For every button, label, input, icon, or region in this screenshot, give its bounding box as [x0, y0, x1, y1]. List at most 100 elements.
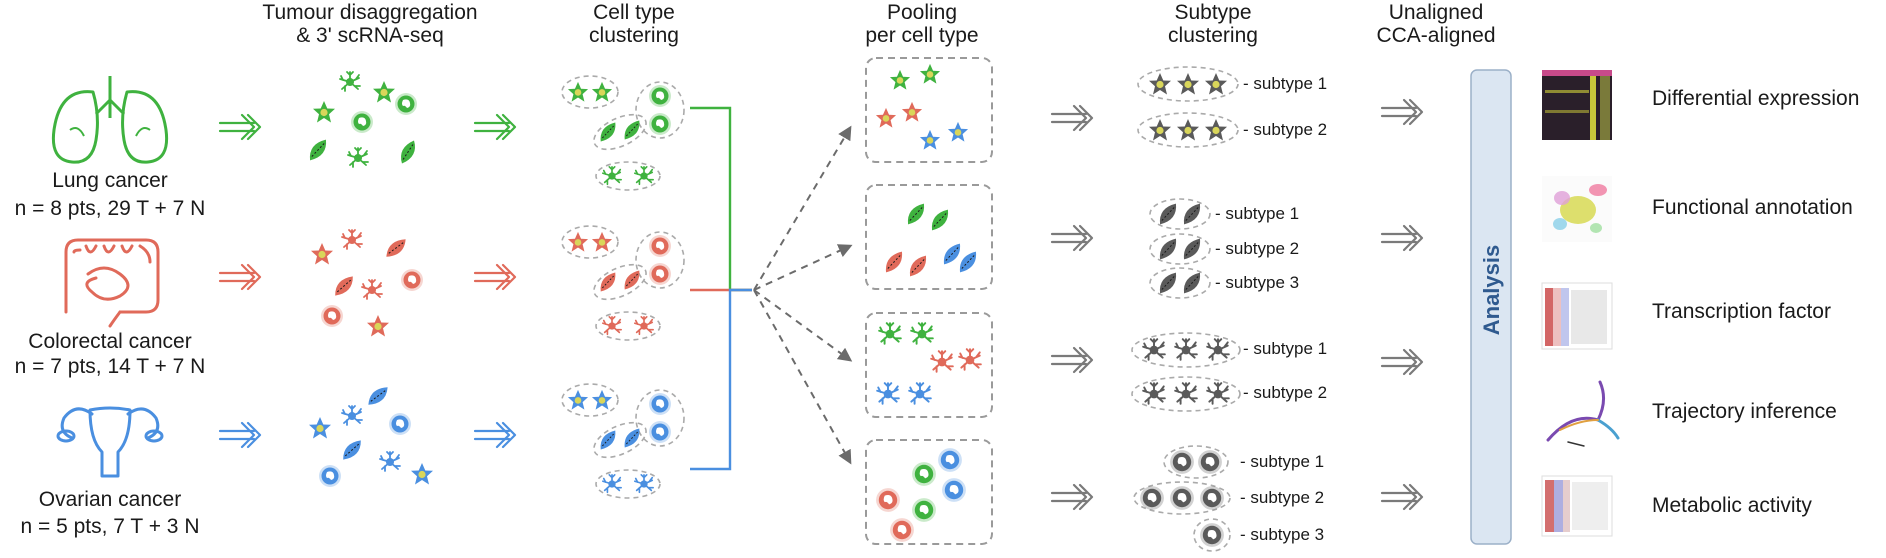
trajectory-thumbnail — [1546, 380, 1620, 447]
cluster-outline — [1193, 518, 1231, 552]
round-cell — [649, 393, 671, 415]
pool-panel-endothelial — [865, 184, 993, 290]
header-alignment-line1: Unaligned — [1389, 1, 1484, 24]
branch-cell — [930, 350, 954, 373]
branch-cell — [341, 405, 363, 426]
cluster-outline — [1137, 66, 1239, 102]
round-cell — [321, 305, 343, 327]
star-cell — [591, 231, 613, 252]
cohort-stats-lung: n = 8 pts, 29 T + 7 N — [15, 197, 206, 220]
analysis-label-metabolic-activity: Metabolic activity — [1652, 494, 1812, 517]
star-cell — [1149, 119, 1171, 141]
double-arrow-icon — [473, 421, 517, 449]
leaf-cell — [1178, 202, 1206, 226]
branch-cell — [1142, 338, 1166, 361]
leaf-cell — [595, 429, 621, 451]
branch-cell — [958, 348, 982, 371]
round-cell — [1170, 486, 1194, 510]
header-tumour-line2: & 3' scRNA-seq — [296, 24, 444, 47]
dispersal-arrow — [753, 289, 853, 362]
analysis-label-trajectory-inference: Trajectory inference — [1652, 400, 1837, 423]
tsne-thumbnail — [1542, 176, 1612, 242]
cluster-outline — [1149, 233, 1211, 265]
star-cell — [1149, 73, 1171, 95]
cohort-stats-colorectal: n = 7 pts, 14 T + 7 N — [15, 355, 206, 378]
round-cell — [912, 462, 936, 486]
cluster-outline — [1149, 198, 1211, 230]
round-cell — [319, 465, 341, 487]
round-cell — [1140, 486, 1164, 510]
leaf-cell — [1178, 237, 1206, 261]
round-cell — [351, 111, 373, 133]
star-cell — [311, 243, 333, 265]
double-arrow-icon — [218, 113, 262, 141]
header-pooling-line2: per cell type — [865, 24, 978, 47]
branch-cell — [634, 166, 654, 186]
regulon-heatmap-thumbnail — [1541, 282, 1613, 350]
star-cell — [567, 389, 589, 410]
leaf-cell — [619, 427, 645, 449]
double-arrow-icon — [1050, 224, 1094, 252]
double-arrow-icon — [1380, 348, 1424, 376]
branch-cell — [339, 71, 361, 92]
subtype-label: - subtype 1 — [1240, 452, 1324, 471]
subtype-label: - subtype 2 — [1243, 120, 1327, 139]
cohort-name-colorectal: Colorectal cancer — [28, 330, 191, 353]
subtype-label: - subtype 1 — [1215, 204, 1299, 223]
star-cell — [889, 69, 911, 90]
subtype-labels: - subtype 1 - subtype 2 - subtype 1 - su… — [1215, 74, 1327, 544]
double-arrow-icon — [1050, 346, 1094, 374]
star-cell — [947, 121, 969, 142]
leaf-cell — [619, 119, 645, 141]
star-cell — [591, 389, 613, 410]
header-tumour-line1: Tumour disaggregation — [262, 1, 477, 24]
branch-cell — [602, 316, 622, 336]
cohort-stats-ovarian: n = 5 pts, 7 T + 3 N — [20, 515, 199, 538]
analysis-bar-label: Analysis — [1479, 245, 1504, 336]
leaf-cell — [619, 269, 645, 291]
branch-cell — [910, 322, 934, 345]
cluster-outline — [1163, 445, 1229, 479]
cluster-outline — [1131, 376, 1241, 412]
round-cell — [649, 263, 671, 285]
branch-cell — [634, 474, 654, 494]
round-cell — [401, 269, 423, 291]
branch-cell — [361, 279, 383, 300]
cluster-outline — [561, 225, 619, 259]
star-cell — [591, 81, 613, 102]
header-pooling-line1: Pooling — [887, 1, 957, 24]
round-cell — [389, 413, 411, 435]
leaf-cell — [394, 139, 422, 165]
analysis-label-transcription-factor: Transcription factor — [1652, 300, 1831, 323]
double-arrow-icon — [1050, 483, 1094, 511]
star-cell — [313, 101, 335, 123]
branch-cell — [1206, 338, 1230, 361]
branch-cell — [1174, 382, 1198, 405]
cluster-outline — [593, 263, 647, 301]
metabolic-heatmap-thumbnail — [1541, 475, 1613, 537]
leaf-cell — [880, 250, 908, 274]
round-cell — [395, 93, 417, 115]
pool-panel-myeloid — [865, 312, 993, 418]
subtype-label: - subtype 3 — [1240, 525, 1324, 544]
leaf-cell — [1154, 237, 1182, 261]
header-alignment: Unaligned CCA-aligned — [1376, 1, 1495, 47]
branch-cell — [1206, 382, 1230, 405]
pool-panel-b-cell — [865, 439, 993, 545]
double-arrow-icon — [473, 113, 517, 141]
cluster-outline — [595, 311, 661, 341]
uterus-icon — [56, 406, 164, 478]
star-cell — [919, 129, 941, 150]
header-cell-type-line2: clustering — [589, 24, 679, 47]
leaf-cell — [1154, 202, 1182, 226]
header-subtype-line1: Subtype — [1174, 1, 1251, 24]
subtype-label: - subtype 2 — [1243, 383, 1327, 402]
leaf-cell — [926, 208, 954, 232]
leaf-cell — [902, 202, 930, 226]
leaf-cell — [339, 439, 365, 461]
analysis-label-functional-annotation: Functional annotation — [1652, 196, 1853, 219]
analysis-bar — [1470, 69, 1512, 545]
star-cell — [367, 315, 389, 337]
branch-cell — [347, 147, 369, 168]
cluster-outline — [593, 113, 647, 151]
